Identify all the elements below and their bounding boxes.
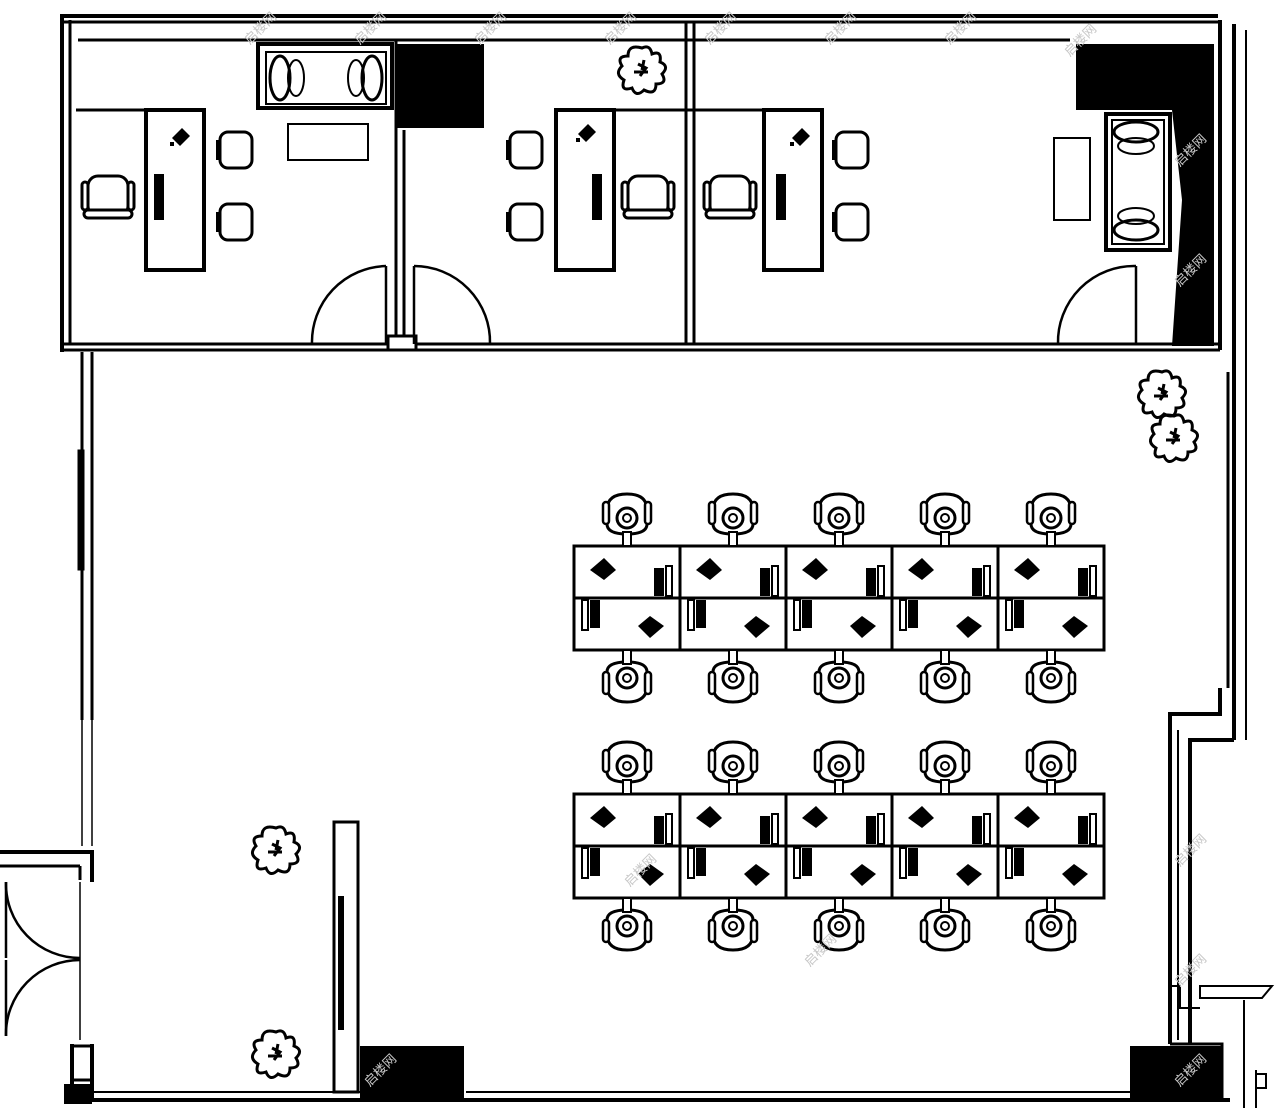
chair-icon	[707, 896, 759, 952]
chair-icon	[601, 492, 653, 548]
chair-icon	[919, 648, 971, 704]
workstation-desk	[678, 844, 788, 900]
workstation-desk	[784, 544, 894, 600]
workstation-desk	[784, 596, 894, 652]
workstation-cluster	[572, 740, 1106, 952]
workstation-clusters	[572, 492, 1106, 952]
chair-icon	[601, 740, 653, 796]
chair-icon	[1025, 492, 1077, 548]
partition-screen	[332, 820, 360, 1094]
workstation-desk	[678, 544, 788, 600]
chair-icon	[813, 648, 865, 704]
workstation-desk	[890, 544, 1000, 600]
chair-icon	[601, 896, 653, 952]
workstation-desk	[890, 792, 1000, 848]
workstation-desk	[572, 544, 682, 600]
workstation-desk	[996, 596, 1106, 652]
workstation-desk	[890, 596, 1000, 652]
chair-icon	[919, 896, 971, 952]
workstation-desk	[996, 844, 1106, 900]
workstation-desk	[572, 596, 682, 652]
workstation-desk	[996, 544, 1106, 600]
chair-icon	[1025, 648, 1077, 704]
workstation-cluster	[572, 492, 1106, 704]
exterior-walls	[0, 14, 1275, 1108]
workstation-desk	[996, 792, 1106, 848]
private-office-1	[76, 42, 394, 272]
chair-icon	[813, 740, 865, 796]
private-office-3	[694, 108, 1172, 272]
workstation-desk	[678, 596, 788, 652]
workstation-desk	[890, 844, 1000, 900]
chair-icon	[919, 740, 971, 796]
chair-icon	[601, 648, 653, 704]
workstation-desk	[784, 792, 894, 848]
chair-icon	[813, 492, 865, 548]
chair-icon	[707, 740, 759, 796]
chair-icon	[707, 492, 759, 548]
workstation-desk	[784, 844, 894, 900]
chair-icon	[919, 492, 971, 548]
workstation-desk	[572, 792, 682, 848]
door-swing-icon[interactable]	[4, 264, 1138, 1040]
office-partitions	[62, 22, 1220, 352]
private-office-2	[504, 108, 694, 272]
chair-icon	[1025, 896, 1077, 952]
chair-icon	[1025, 740, 1077, 796]
structural-columns	[64, 44, 1222, 1104]
chair-icon	[707, 648, 759, 704]
workstation-desk	[678, 792, 788, 848]
